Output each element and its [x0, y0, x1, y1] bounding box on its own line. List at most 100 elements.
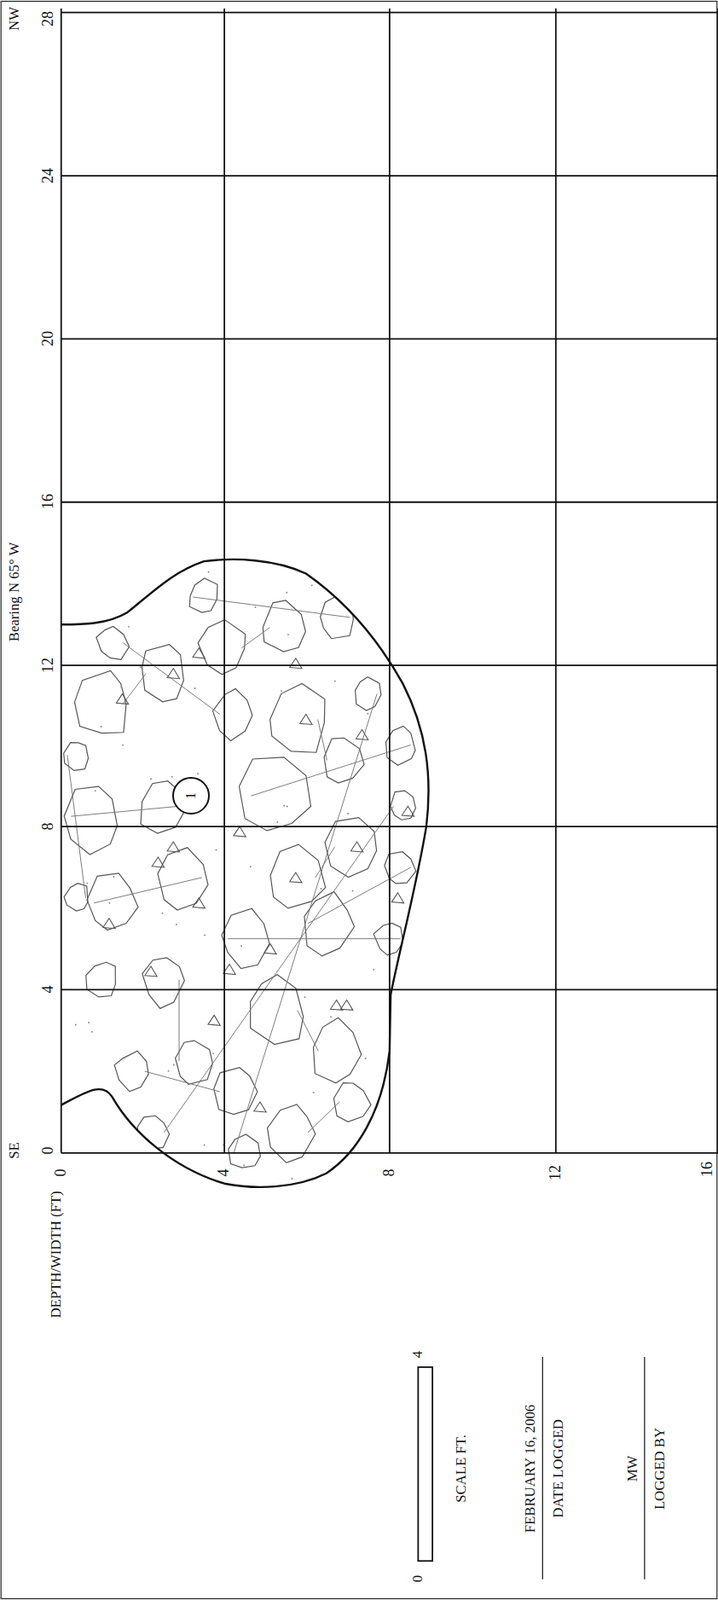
- clast-outline: [250, 974, 304, 1045]
- clast-outline: [96, 626, 130, 661]
- matrix-grain: [114, 589, 116, 591]
- matrix-grain: [286, 805, 289, 808]
- matrix-line: [144, 1071, 221, 1092]
- clast-outline: [63, 786, 117, 855]
- grid-line: [388, 8, 391, 1153]
- matrix-grain: [304, 995, 307, 998]
- clast-outline: [142, 957, 186, 1008]
- clast-outline: [373, 923, 404, 956]
- matrix-grain: [422, 951, 424, 954]
- sheet-label: NW: [6, 6, 22, 31]
- clast-outline: [239, 757, 312, 831]
- matrix-grain: [113, 875, 116, 878]
- matrix-grain: [364, 1057, 367, 1060]
- clast-outline: [175, 1040, 214, 1084]
- clast-outline: [390, 790, 417, 820]
- clast-outline: [270, 844, 326, 909]
- matrix-grain: [127, 625, 130, 628]
- matrix-grain: [94, 789, 97, 792]
- log-grid: [61, 8, 718, 1153]
- matrix-grain: [85, 1149, 87, 1152]
- angular-fragment: [167, 668, 180, 679]
- matrix-grain: [352, 890, 354, 892]
- angular-fragment: [289, 872, 302, 883]
- angular-fragment: [264, 943, 277, 955]
- sheet-label: 8: [382, 1169, 398, 1177]
- matrix-grain: [305, 938, 307, 941]
- angular-fragment: [192, 648, 205, 659]
- angular-fragment: [144, 966, 157, 977]
- angular-fragment: [350, 841, 363, 852]
- matrix-grain: [240, 944, 243, 947]
- sheet-label: FEBRUARY 16, 2006: [523, 1404, 539, 1533]
- angular-fragment: [254, 1101, 267, 1112]
- angular-fragment: [391, 892, 404, 904]
- sheet-label: DATE LOGGED: [551, 1418, 567, 1518]
- sheet-label: 12: [548, 1164, 564, 1181]
- angular-fragment: [192, 897, 205, 909]
- matrix-line: [227, 938, 401, 939]
- matrix-grain: [196, 772, 199, 775]
- scale-bar: [417, 1366, 433, 1561]
- clast-outline: [312, 1017, 361, 1083]
- clast-outline: [74, 670, 126, 733]
- matrix-grain: [290, 1177, 293, 1180]
- angular-fragment: [340, 999, 353, 1010]
- matrix-line: [179, 979, 180, 1062]
- angular-fragment: [233, 826, 246, 837]
- angular-fragment: [115, 694, 128, 705]
- sheet-label: 12: [40, 657, 57, 673]
- matrix-grain: [276, 821, 278, 823]
- clast-outline: [214, 1067, 258, 1115]
- angular-fragment: [223, 964, 236, 975]
- sheet-label: 20: [40, 330, 57, 347]
- sheet-label: 24: [40, 167, 57, 184]
- matrix-grain: [254, 606, 257, 608]
- matrix-grain: [372, 968, 375, 971]
- matrix-line: [93, 877, 203, 904]
- matrix-grain: [121, 744, 124, 747]
- matrix-grain: [91, 1030, 93, 1033]
- clast-outline: [355, 677, 382, 711]
- clast-outline: [189, 578, 218, 613]
- matrix-grain: [334, 680, 336, 683]
- matrix-grain: [320, 887, 323, 890]
- matrix-line: [307, 867, 412, 924]
- matrix-grain: [173, 1064, 175, 1066]
- sheet-label: 4: [411, 1350, 426, 1358]
- matrix-line: [318, 719, 328, 761]
- angular-fragment: [401, 805, 414, 817]
- matrix-grain: [196, 898, 199, 901]
- matrix-line: [192, 596, 350, 618]
- clast-outline: [86, 873, 139, 931]
- matrix-grain: [208, 571, 210, 574]
- sheet-label: 28: [40, 11, 57, 27]
- angular-fragment: [289, 658, 302, 669]
- clast-outline: [197, 619, 246, 675]
- matrix-grain: [87, 1021, 90, 1024]
- sheet-label: 8: [40, 822, 57, 830]
- matrix-grain: [86, 882, 88, 885]
- matrix-grain: [171, 775, 174, 778]
- boulder-clasts: [63, 571, 424, 1180]
- sheet-label: 4: [216, 1169, 232, 1177]
- matrix-grain: [100, 725, 103, 728]
- clast-outline: [213, 689, 253, 742]
- matrix-grain: [162, 912, 164, 915]
- matrix-grain: [134, 1161, 137, 1164]
- clast-outline: [270, 683, 325, 753]
- date-underline: [542, 1356, 544, 1580]
- matrix-grain: [311, 584, 313, 586]
- grid-line: [717, 8, 718, 1153]
- clast-outline: [267, 1104, 316, 1163]
- callout-number: 1: [184, 792, 198, 800]
- matrix-line: [70, 805, 180, 817]
- matrix-grain: [150, 777, 152, 780]
- matrix-grain: [215, 848, 218, 851]
- clast-outline: [86, 961, 116, 997]
- matrix-grain: [283, 804, 285, 807]
- callout-ring: [173, 777, 209, 814]
- matrix-grain: [108, 902, 111, 904]
